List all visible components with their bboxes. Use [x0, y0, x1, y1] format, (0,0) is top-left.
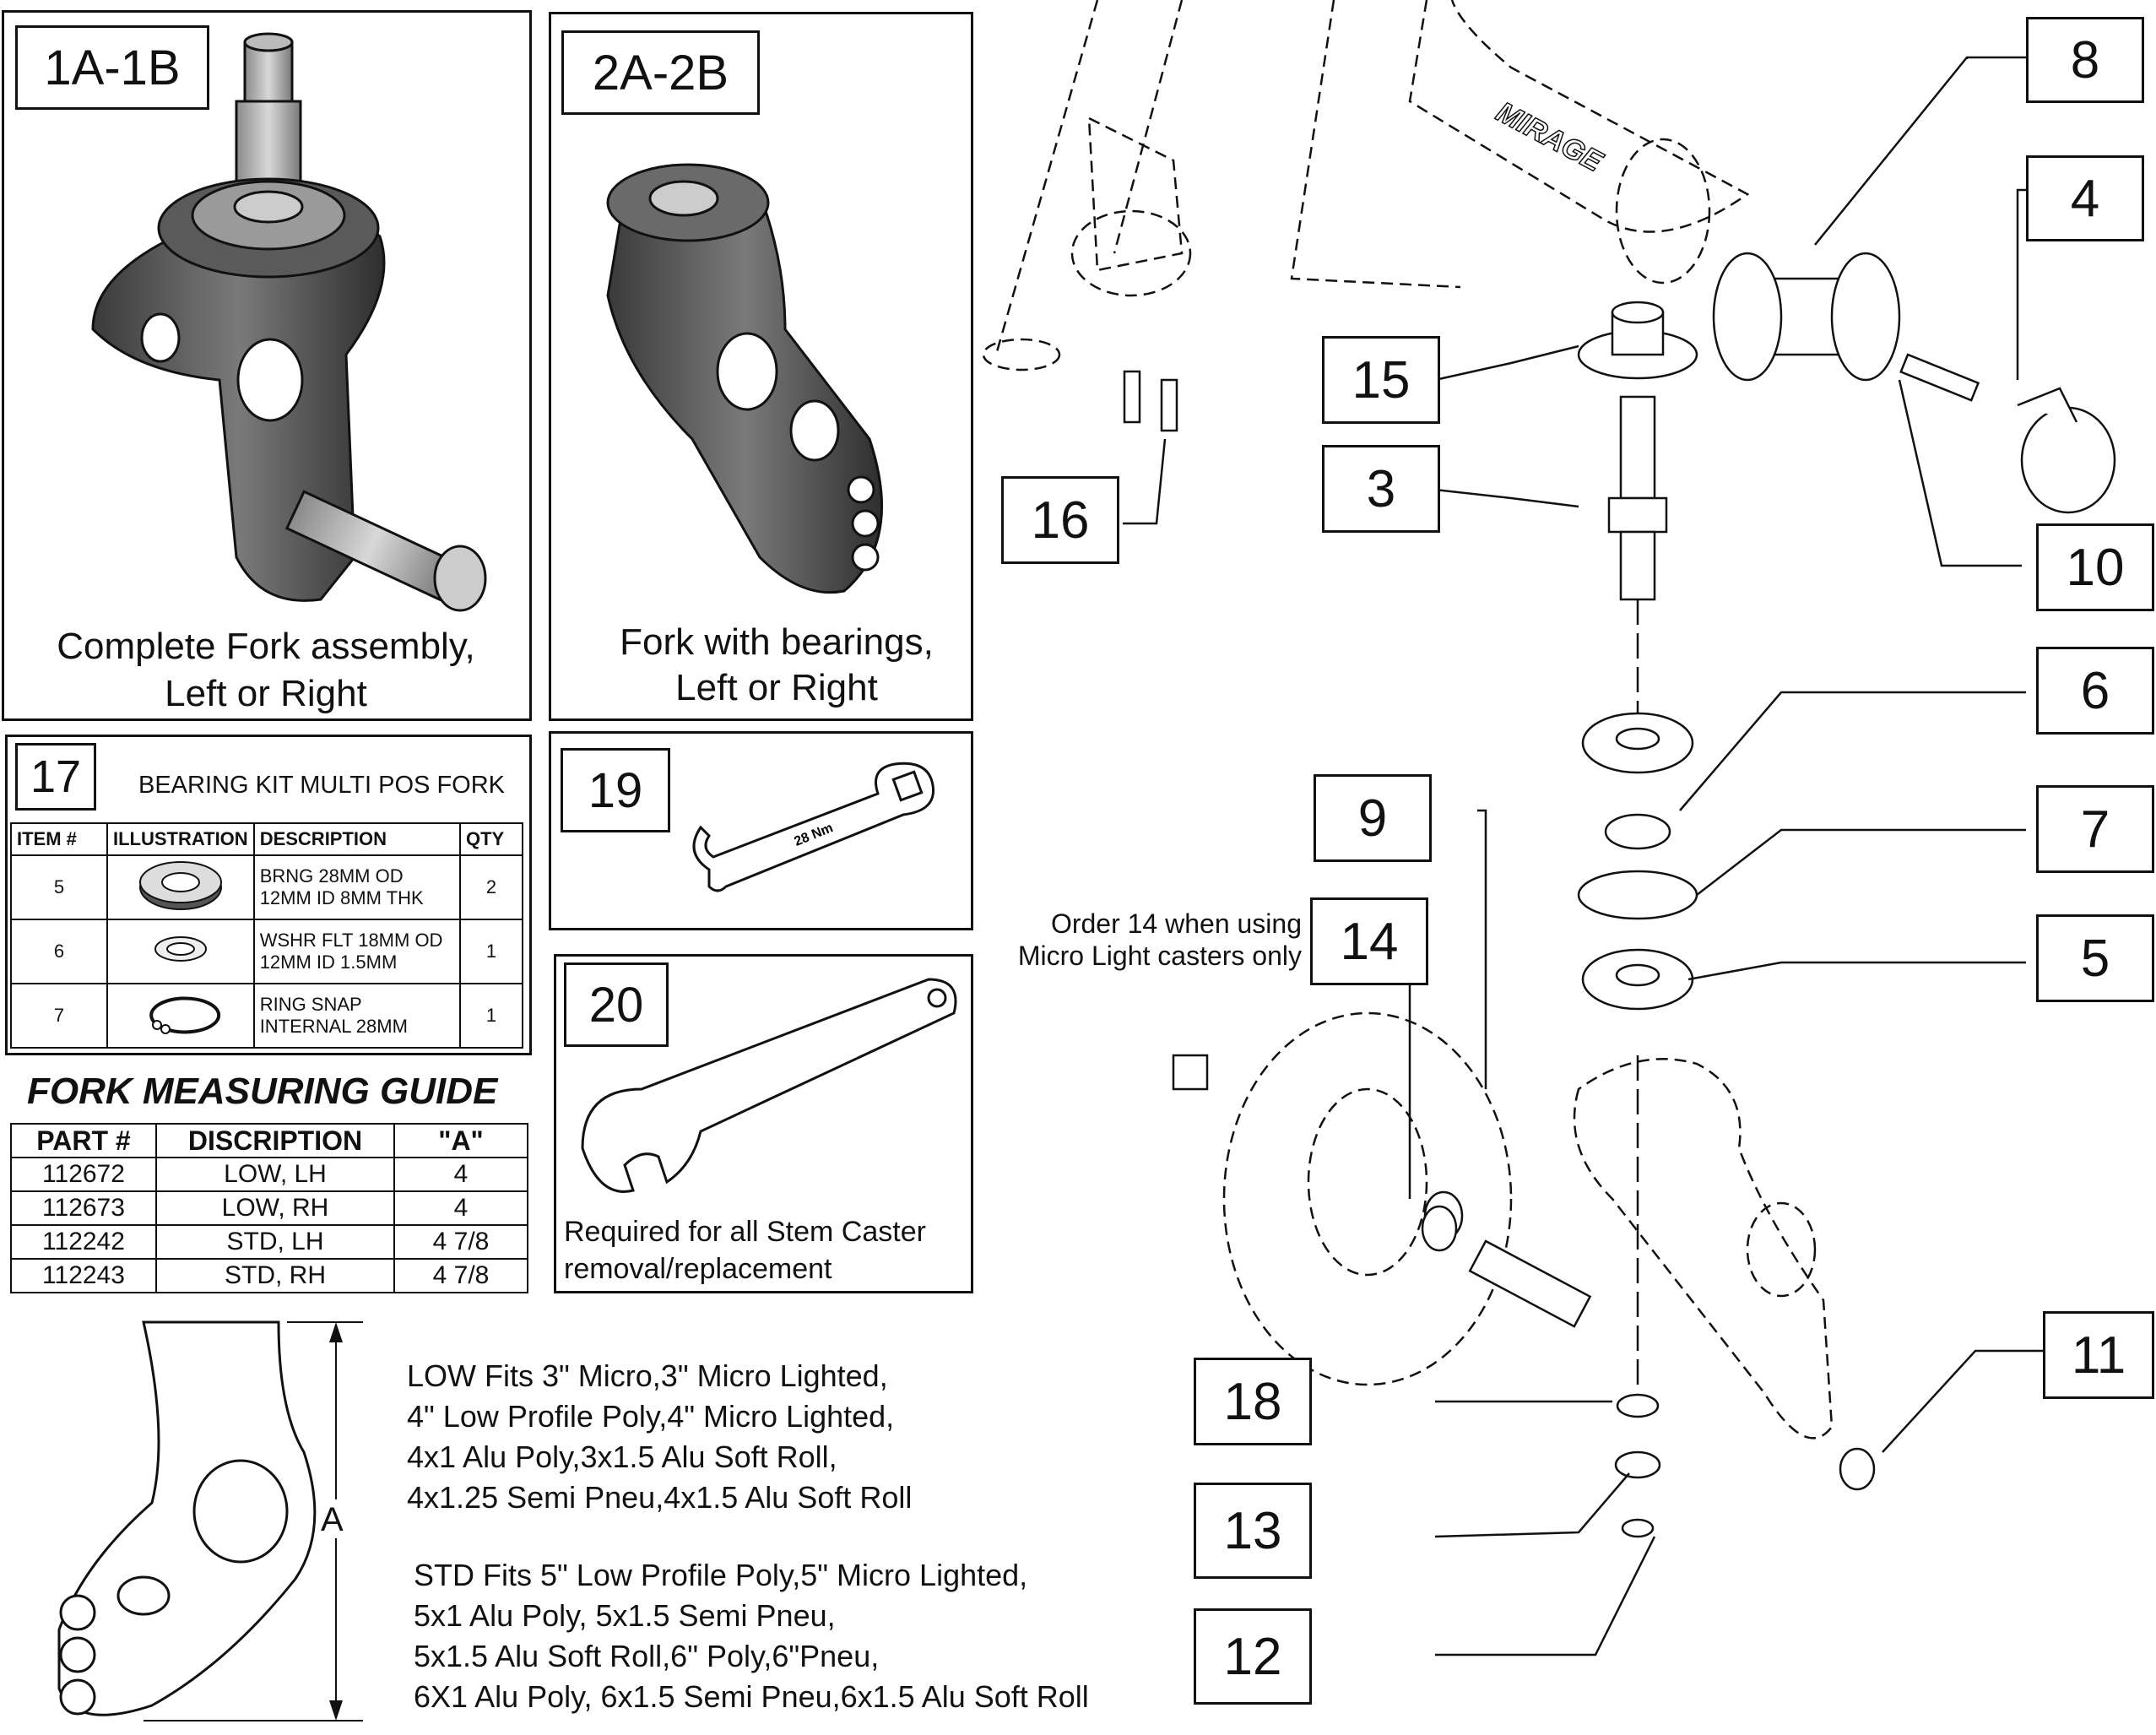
panel-2-caption-line2: Left or Right [675, 667, 878, 708]
kit-desc-line2: 12MM ID 1.5MM [259, 952, 398, 973]
open-end-wrench-illustration [581, 978, 957, 1193]
low-fits-line: LOW Fits 3" Micro,3" Micro Lighted, [407, 1358, 888, 1393]
order-14-note-line2: Micro Light casters only [1017, 941, 1302, 971]
guide-desc-cell: STD, LH [155, 1224, 395, 1260]
callout-10: 10 [2036, 523, 2154, 611]
low-fits-line: 4x1 Alu Poly,3x1.5 Alu Soft Roll, [407, 1440, 837, 1474]
kit-header-illustration: ILLUSTRATION [106, 822, 255, 856]
bearing-icon [106, 854, 255, 920]
panel-1-caption-line2: Left or Right [165, 673, 367, 714]
guide-header-a: "A" [393, 1123, 528, 1158]
callout-6: 6 [2036, 647, 2154, 735]
snap-ring-icon [106, 983, 255, 1049]
exploded-view-drawing: MIRAGE [982, 0, 2116, 1656]
callout-7: 7 [2036, 785, 2154, 873]
dimension-a-label: A [321, 1501, 344, 1538]
std-fits-line: 6X1 Alu Poly, 6x1.5 Semi Pneu,6x1.5 Alu … [414, 1679, 1089, 1714]
guide-part-cell: 112673 [10, 1190, 157, 1226]
guide-part-cell: 112242 [10, 1224, 157, 1260]
bearing-kit-table: ITEM # ILLUSTRATION DESCRIPTION QTY 5 BR… [10, 822, 523, 1049]
panel-tag-20: 20 [564, 962, 669, 1047]
complete-fork-illustration [91, 32, 487, 612]
torque-wrench-illustration: 28 Nm [692, 762, 935, 892]
panel-2-caption-line1: Fork with bearings, [620, 621, 934, 663]
std-fits-line: 5x1 Alu Poly, 5x1.5 Semi Pneu, [414, 1598, 836, 1633]
kit-qty-cell: 1 [459, 919, 523, 984]
fork-bearings-illustration [606, 163, 883, 594]
guide-a-cell: 4 7/8 [393, 1224, 528, 1260]
low-fits-line: 4x1.25 Semi Pneu,4x1.5 Alu Soft Roll [407, 1480, 913, 1515]
kit-item-cell: 6 [10, 919, 108, 984]
callout-3: 3 [1322, 445, 1440, 533]
guide-desc-cell: LOW, LH [155, 1157, 395, 1192]
kit-desc-line2: 12MM ID 8MM THK [259, 887, 424, 908]
callout-8: 8 [2026, 17, 2144, 103]
callout-18: 18 [1194, 1358, 1312, 1445]
callout-13: 13 [1194, 1483, 1312, 1579]
std-fits-text: STD Fits 5" Low Profile Poly,5" Micro Li… [414, 1555, 1089, 1717]
guide-desc-cell: STD, RH [155, 1258, 395, 1293]
low-fits-text: LOW Fits 3" Micro,3" Micro Lighted, 4" L… [407, 1356, 912, 1518]
kit-desc-line1: BRNG 28MM OD [259, 865, 404, 886]
kit-desc-line2: INTERNAL 28MM [259, 1016, 408, 1037]
callout-4: 4 [2026, 155, 2144, 241]
order-14-note-line1: Order 14 when using [1050, 908, 1302, 939]
guide-part-cell: 112672 [10, 1157, 157, 1192]
kit-qty-cell: 2 [459, 854, 523, 920]
kit-desc-line1: RING SNAP [259, 994, 362, 1015]
panel-20-caption-line1: Required for all Stem Caster [564, 1216, 926, 1248]
kit-item-cell: 5 [10, 854, 108, 920]
guide-part-cell: 112243 [10, 1258, 157, 1293]
panel-tag-1a-1b: 1A-1B [15, 25, 209, 110]
std-fits-line: 5x1.5 Alu Soft Roll,6" Poly,6"Pneu, [414, 1639, 880, 1673]
guide-a-cell: 4 [393, 1157, 528, 1192]
kit-header-description: DESCRIPTION [252, 822, 462, 856]
kit-item-cell: 7 [10, 983, 108, 1049]
panel-1-caption-line1: Complete Fork assembly, [57, 626, 475, 667]
low-fits-line: 4" Low Profile Poly,4" Micro Lighted, [407, 1399, 895, 1434]
callout-11: 11 [2043, 1311, 2154, 1399]
callout-16: 16 [1001, 476, 1119, 564]
std-fits-line: STD Fits 5" Low Profile Poly,5" Micro Li… [414, 1558, 1028, 1592]
guide-a-cell: 4 7/8 [393, 1258, 528, 1293]
guide-header-part: PART # [10, 1123, 157, 1158]
kit-header-qty: QTY [459, 822, 523, 856]
kit-header-item: ITEM # [10, 822, 108, 856]
panel-tag-17: 17 [15, 743, 96, 811]
callout-14: 14 [1310, 897, 1428, 985]
measuring-guide-title: FORK MEASURING GUIDE [27, 1071, 498, 1112]
washer-icon [106, 919, 255, 984]
callout-5: 5 [2036, 914, 2154, 1002]
fork-outline-hole [192, 1459, 289, 1564]
panel-20-caption-line2: removal/replacement [564, 1253, 832, 1285]
callout-9: 9 [1314, 774, 1432, 862]
guide-a-cell: 4 [393, 1190, 528, 1226]
fork-outline-dimension-drawing [57, 1320, 363, 1721]
guide-desc-cell: LOW, RH [155, 1190, 395, 1226]
panel-tag-19: 19 [561, 748, 670, 832]
bearing-kit-title: BEARING KIT MULTI POS FORK [138, 772, 505, 799]
callout-15: 15 [1322, 336, 1440, 424]
frame-logo-text: MIRAGE [1491, 96, 1608, 179]
kit-desc-line1: WSHR FLT 18MM OD [259, 930, 443, 951]
callout-12: 12 [1194, 1608, 1312, 1705]
guide-header-description: DISCRIPTION [155, 1123, 395, 1158]
kit-qty-cell: 1 [459, 983, 523, 1049]
panel-tag-2a-2b: 2A-2B [561, 30, 760, 115]
